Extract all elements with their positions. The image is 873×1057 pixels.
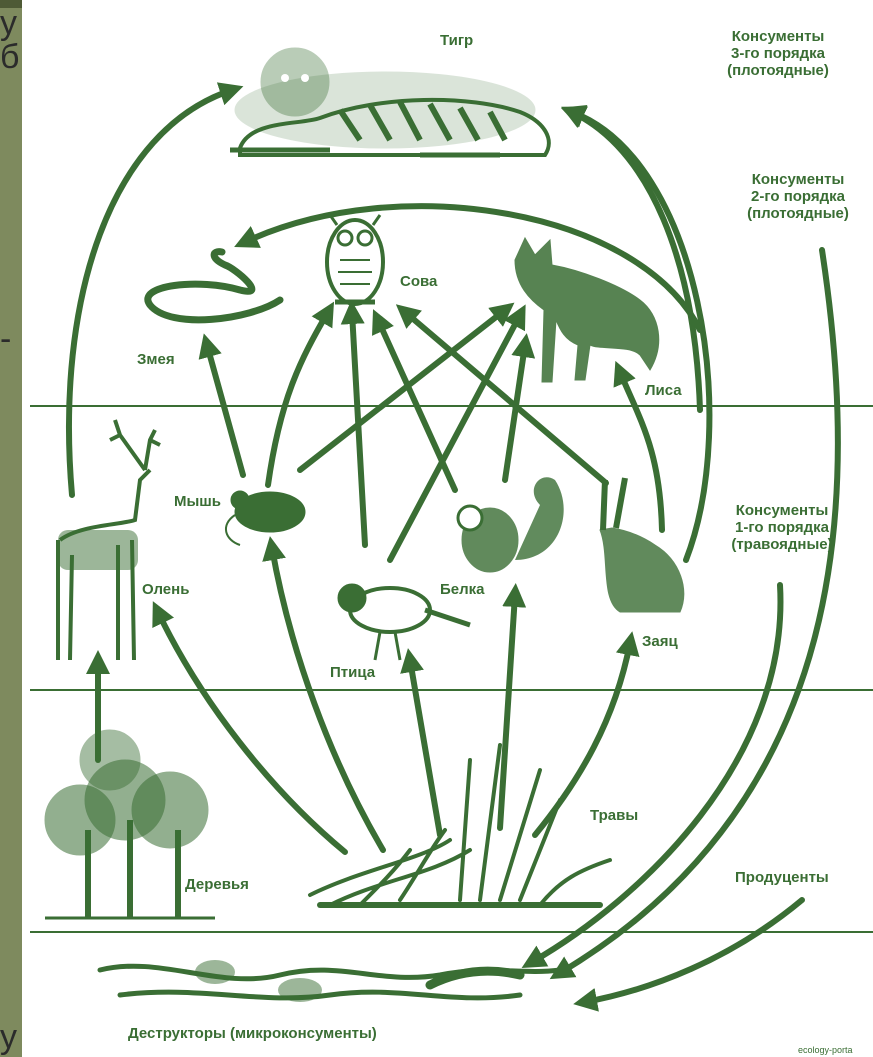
level-label-line: (плотоядные) [728, 205, 868, 222]
label-mouse: Мышь [174, 494, 221, 510]
label-snake: Змея [137, 352, 175, 368]
label-grass: Травы [590, 808, 638, 824]
level-label-line: Консументы [708, 28, 848, 45]
label-decomposers: Деструкторы (микроконсументы) [128, 1026, 377, 1042]
level-label-line: 1-го порядка [712, 519, 852, 536]
hare-illustration [600, 478, 684, 612]
level-label-third-order: Консументы 3-го порядка (плотоядные) [708, 28, 848, 79]
food-web-image: Тигр Сова Змея Лиса Мышь Олень Птица Бел… [22, 0, 873, 1057]
label-bird: Птица [330, 665, 375, 681]
slide-text-fragment: - [0, 322, 11, 356]
tiger-illustration [230, 48, 549, 155]
squirrel-illustration [458, 477, 564, 572]
level-label-line: (травоядные) [712, 536, 852, 553]
owl-illustration [327, 215, 383, 304]
arrow-mouse-to-snake [207, 345, 243, 475]
level-label-line: 2-го порядка [728, 188, 868, 205]
arrow-mouse-to-owl [268, 312, 328, 485]
level-label-second-order: Консументы 2-го порядка (плотоядные) [728, 171, 868, 222]
label-hare: Заяц [642, 634, 678, 650]
arrow-grass-to-bird [410, 660, 440, 835]
label-producers: Продуценты [735, 870, 829, 886]
arrow-grass-to-squirrel [500, 595, 515, 828]
slide-text-fragment: у [0, 1020, 17, 1054]
level-label-line: 3-го порядка [708, 45, 848, 62]
deer-illustration [58, 420, 160, 660]
mouse-illustration [226, 491, 305, 545]
watermark: ecology-porta [798, 1045, 853, 1055]
slide-text-fragment: у [0, 6, 17, 40]
level-label-first-order: Консументы 1-го порядка (травоядные) [712, 502, 852, 553]
level-label-line: (плотоядные) [708, 62, 848, 79]
label-deer: Олень [142, 582, 189, 598]
level-label-line: Консументы [728, 171, 868, 188]
decomposers-illustration [100, 960, 560, 1002]
label-trees: Деревья [185, 877, 249, 893]
slide-text-fragment: б [0, 40, 19, 74]
snake-illustration [148, 252, 280, 320]
label-fox: Лиса [645, 383, 682, 399]
label-squirrel: Белка [440, 582, 485, 598]
label-owl: Сова [400, 274, 437, 290]
arrow-producers-to-decomposers [585, 900, 802, 1002]
grass-illustration [310, 745, 610, 905]
label-tiger: Тигр [440, 33, 473, 49]
arrow-mouse-to-fox [300, 310, 505, 470]
level-label-line: Консументы [712, 502, 852, 519]
